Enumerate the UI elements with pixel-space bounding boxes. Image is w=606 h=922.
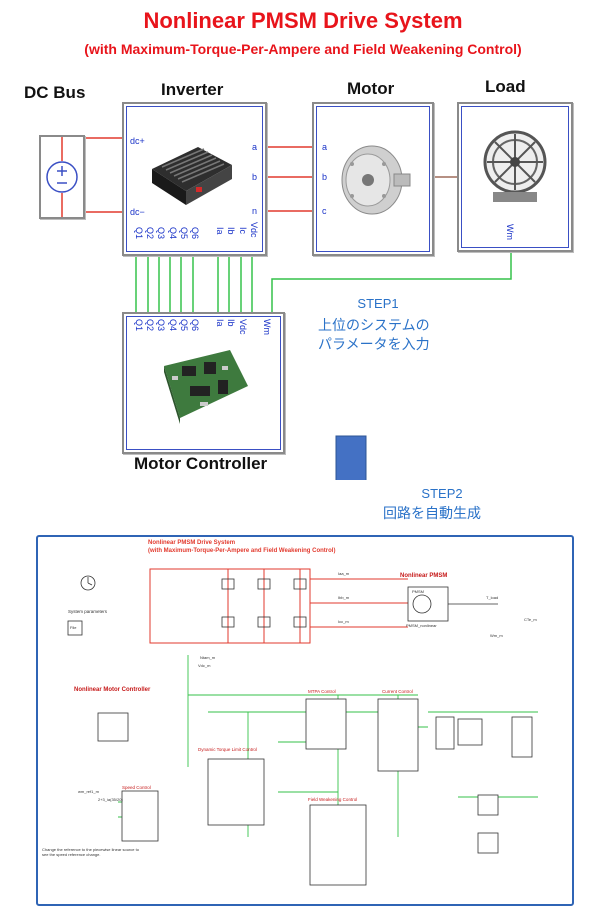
ctrl-port-q6: Q6 — [190, 319, 200, 332]
schematic-file: File — [70, 625, 77, 630]
inv-port-q1: Q1 — [134, 227, 144, 240]
step2-label: STEP2 — [421, 486, 463, 501]
schematic-pmsm-sub: PMSM_nonlinear — [406, 623, 437, 628]
schematic-mtpa: MTPA Control — [308, 689, 336, 694]
schematic-speed: Speed Control — [122, 785, 151, 790]
page-subtitle: (with Maximum-Torque-Per-Ampere and Fiel… — [84, 41, 522, 57]
inv-port-q3: Q3 — [156, 227, 166, 240]
inv-port-ic: Ic — [238, 227, 248, 235]
schematic-system-params: System parameters — [68, 609, 108, 614]
load-wheel-icon — [483, 130, 547, 202]
step1-line1: 上位のシステムの — [318, 317, 430, 333]
ctrl-port-wm: Wm — [262, 319, 272, 335]
inv-port-vdc: Vdc — [249, 222, 259, 238]
step2-text: 回路を自動生成 — [383, 505, 481, 521]
motor-port-b: b — [322, 172, 328, 182]
inv-port-q5: Q5 — [179, 227, 189, 240]
step1-label: STEP1 — [357, 296, 399, 311]
schematic-controller-label: Nonlinear Motor Controller — [74, 687, 151, 693]
schematic-fw: Field Weakening Control — [308, 797, 358, 802]
dc-bus-label: DC Bus — [24, 83, 86, 102]
ctrl-port-ia: Ia — [215, 319, 225, 327]
ctrl-port-ib: Ib — [226, 319, 236, 327]
schematic-dtl: Dynamic Torque Limit Control — [198, 747, 257, 752]
inverter-label: Inverter — [161, 80, 224, 99]
inv-port-n: n — [252, 206, 258, 216]
motor-port-c: c — [322, 206, 327, 216]
ctrl-port-q5: Q5 — [179, 319, 189, 332]
schematic-meter-a: Iaa_m — [338, 571, 350, 576]
controller-board-image — [164, 350, 248, 424]
step1-line2: パラメータを入力 — [318, 336, 430, 352]
schematic-fsym: 2+3_ia(35/20) — [98, 797, 123, 802]
schematic-wm-ref: wm_ref1_m — [78, 789, 99, 794]
schematic-wiring — [67, 568, 538, 886]
schematic-ntam: Ntam_m — [200, 655, 216, 660]
dc-source-icon — [46, 137, 78, 217]
schematic-meter-b: Ibb_m — [338, 595, 350, 600]
motor-block[interactable]: a b c — [312, 102, 434, 256]
inv-port-q6: Q6 — [190, 227, 200, 240]
schematic-pmsm-block: PMSM — [412, 589, 424, 594]
schematic-vdc: Vdc_m — [198, 663, 211, 668]
page-title: Nonlinear PMSM Drive System — [143, 8, 463, 33]
schematic-meter-c: Icc_m — [338, 619, 349, 624]
inv-port-q2: Q2 — [145, 227, 155, 240]
ctrl-port-vdc: Vdc — [238, 319, 248, 335]
schematic-note: Change the reference to the piecewise li… — [42, 847, 139, 857]
inv-port-ib: Ib — [226, 227, 236, 235]
inv-port-dcn: dc− — [130, 207, 145, 217]
motor-image — [341, 145, 411, 215]
schematic-current: Current Control — [382, 689, 413, 694]
inv-port-ia: Ia — [215, 227, 225, 235]
inv-port-dcp: dc+ — [130, 136, 145, 146]
schematic-subtitle: (with Maximum-Torque-Per-Ampere and Fiel… — [148, 548, 336, 554]
controller-label: Motor Controller — [134, 454, 268, 473]
load-port-wm: Wm — [505, 224, 515, 240]
inverter-image — [152, 147, 232, 205]
schematic-wm: Wm_m — [490, 633, 503, 638]
schematic-tload: T_load — [486, 595, 499, 600]
inverter-block[interactable]: dc+ dc− a b n Q1 Q2 Q3 Q4 Q5 Q6 Ia Ib Ic… — [122, 102, 267, 256]
inv-port-q4: Q4 — [168, 227, 178, 240]
schematic-cte: CTe_m — [524, 617, 537, 622]
ctrl-port-q3: Q3 — [156, 319, 166, 332]
ctrl-port-q4: Q4 — [168, 319, 178, 332]
load-label: Load — [485, 77, 526, 96]
motor-label: Motor — [347, 79, 395, 98]
inv-port-a: a — [252, 142, 258, 152]
ctrl-port-q1: Q1 — [134, 319, 144, 332]
motor-port-a: a — [322, 142, 328, 152]
inv-port-b: b — [252, 172, 258, 182]
generated-schematic-panel: Nonlinear PMSM Drive System (with Maximu… — [36, 535, 574, 906]
schematic-title: Nonlinear PMSM Drive System — [148, 540, 236, 546]
load-block[interactable]: Wm — [457, 102, 573, 252]
schematic-pmsm-label: Nonlinear PMSM — [400, 573, 448, 579]
ctrl-port-q2: Q2 — [145, 319, 155, 332]
dc-bus-block[interactable] — [39, 135, 85, 219]
controller-block[interactable]: Q1 Q2 Q3 Q4 Q5 Q6 Ia Ib Vdc Wm — [122, 312, 285, 454]
